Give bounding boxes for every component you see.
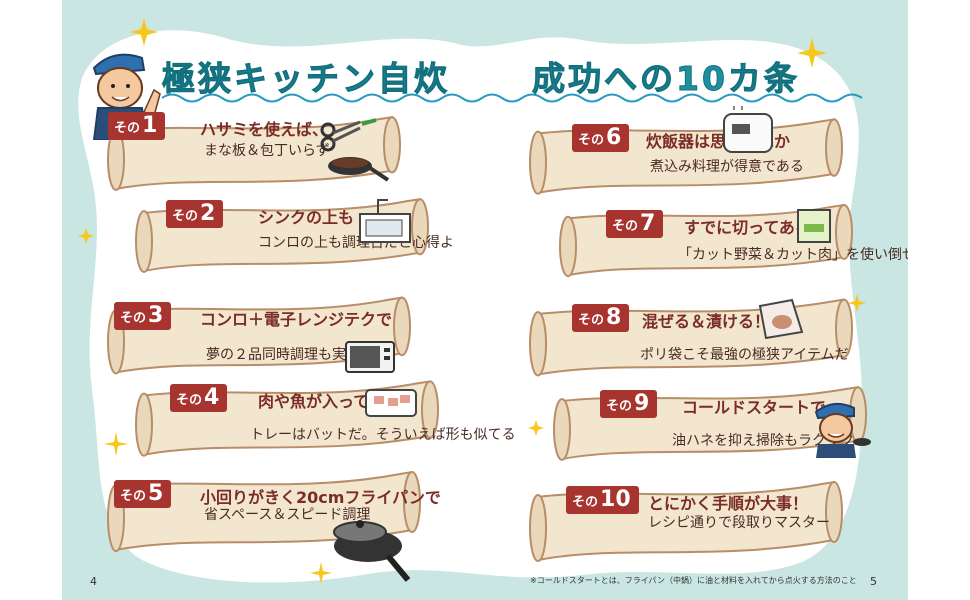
title-left: 極狭キッチン自炊 — [162, 59, 450, 99]
tip-number: 7 — [640, 211, 656, 236]
sparkle-icon — [310, 562, 332, 584]
page-number-right: 5 — [870, 575, 877, 588]
tip-number: 10 — [600, 487, 631, 512]
tip-main-text: ハサミを使えば、 — [200, 120, 329, 139]
tip-main-text: シンクの上も — [258, 208, 355, 227]
title-right: 成功への10カ条 — [532, 59, 800, 99]
tip-sub-text: 省スペース＆スピード調理 — [204, 507, 371, 523]
tip-main-text: コールドスタートで — [682, 398, 827, 417]
sparkle-icon — [848, 294, 866, 312]
tip-sub-text: ポリ袋こそ最強の極狭アイテムだ — [640, 347, 849, 363]
tip-number: 1 — [142, 113, 158, 138]
badge-prefix: その — [578, 133, 605, 148]
tip-number: 2 — [200, 201, 216, 226]
sink-illustration — [359, 199, 411, 243]
badge-prefix: その — [176, 393, 203, 408]
tip-number: 4 — [204, 385, 220, 410]
tip-number: 9 — [634, 391, 650, 416]
page-number-left: 4 — [90, 575, 97, 588]
badge-prefix: その — [120, 489, 147, 504]
badge-prefix: その — [578, 313, 605, 328]
tip-number: 6 — [606, 125, 622, 150]
tip-sub-text: 煮込み料理が得意である — [650, 159, 804, 175]
tip-number: 5 — [148, 481, 164, 506]
tip-main-text: すでに切ってある — [684, 218, 811, 237]
badge-prefix: その — [612, 219, 639, 234]
sparkle-icon — [797, 38, 827, 68]
tip-sub-text: コンロの上も調理台だと心得よ — [258, 235, 454, 251]
tip-sub-text: レシピ通りで段取りマスター — [648, 515, 830, 531]
badge-prefix: その — [172, 209, 199, 224]
tip-sub-text: 油ハネを抑え掃除もラクラク — [672, 433, 854, 449]
rice-cooker-illustration — [723, 106, 773, 153]
plastic-bag-illustration — [758, 298, 804, 340]
sparkle-icon — [130, 18, 158, 46]
tip-main-text: とにかく手順が大事！ — [648, 494, 809, 513]
tray-illustration — [365, 389, 417, 417]
tip-sub-text: トレーはバットだ。そういえば形も似てる — [250, 427, 516, 443]
tip-sub-text: まな板＆包丁いらず — [204, 143, 330, 159]
tip-number: 8 — [606, 305, 622, 330]
tip-number: 3 — [148, 303, 164, 328]
sparkle-icon — [78, 228, 94, 244]
wave-line — [161, 93, 863, 103]
cut-vegetable-package-illustration — [797, 209, 831, 243]
sparkle-icon — [528, 420, 544, 436]
frying-pan-lid-illustration — [333, 520, 411, 582]
tip-sub-text: 夢の２品同時調理も実現可能 — [206, 347, 388, 363]
badge-prefix: その — [114, 121, 141, 136]
microwave-illustration — [345, 341, 395, 373]
badge-prefix: その — [606, 399, 633, 414]
tip-main-text: 混ぜる＆漬ける！ — [642, 312, 771, 331]
badge-prefix: その — [120, 311, 147, 326]
scissors-pan-illustration — [320, 118, 390, 182]
tip-main-text: コンロ＋電子レンジテクで — [200, 310, 393, 329]
badge-prefix: その — [572, 495, 599, 510]
tip-sub-text: 「カット野菜＆カット肉」を使い倒せ — [678, 247, 908, 263]
footnote: ※コールドスタートとは、フライパン（中鍋）に油と材料を入れてから点火する方法のこ… — [530, 576, 857, 585]
chef-with-pan-illustration — [814, 402, 871, 458]
tip-main-text: 小回りがきく20cmフライパンで — [200, 488, 441, 507]
sparkle-icon — [104, 432, 128, 456]
